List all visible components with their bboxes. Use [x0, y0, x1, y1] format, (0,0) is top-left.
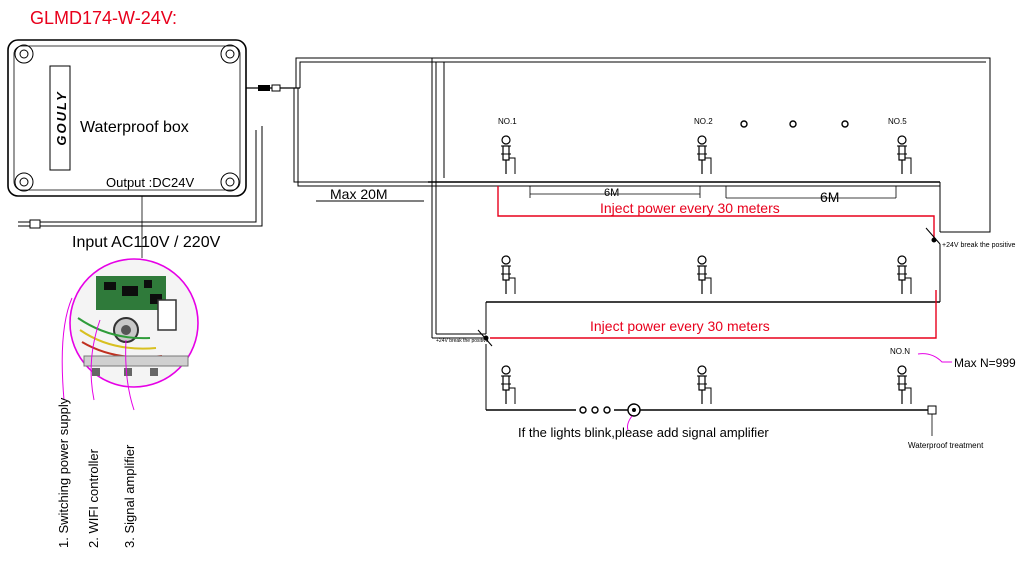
- output-label: Output :DC24V: [106, 175, 194, 190]
- row-3-bus: [485, 344, 928, 411]
- break-positive-left: +24V break the positive: [436, 338, 489, 344]
- label-no5: NO.5: [888, 117, 907, 126]
- label-no1: NO.1: [498, 117, 517, 126]
- spacing-dimensions: [529, 186, 897, 199]
- diagram-title: GLMD174-W-24V:: [30, 8, 177, 28]
- component-callout-lines: [61, 297, 135, 411]
- input-cable: [18, 126, 263, 229]
- max-n-callout-line: [917, 353, 952, 363]
- brand-logo-text: GOULY: [54, 90, 69, 145]
- corner-screw: [220, 44, 240, 64]
- feed-max-length: Max 20M: [330, 186, 388, 202]
- lamp-no5: [896, 135, 912, 175]
- component-item-2: 2. WIFI controller: [86, 448, 101, 548]
- box-label: Waterproof box: [80, 119, 189, 136]
- injection-label-1: Inject power every 30 meters: [600, 200, 780, 216]
- injection-wire-1: [497, 186, 935, 240]
- component-item-1: 1. Switching power supply: [56, 397, 71, 548]
- waterproof-treatment: Waterproof treatment: [908, 441, 984, 450]
- spacing-label-1: 6M: [604, 187, 619, 199]
- lamp-no2: [696, 135, 712, 175]
- signal-amplifier-symbol: [627, 403, 641, 431]
- corner-screw: [220, 172, 240, 192]
- component-item-3: 3. Signal amplifier: [122, 444, 137, 548]
- lamp-row3-2: [696, 365, 712, 405]
- break-switch-right: [925, 227, 941, 245]
- lamp-row2-2: [696, 255, 712, 295]
- output-cable: [246, 84, 300, 92]
- end-cap: [927, 405, 937, 415]
- label-non: NO.N: [890, 347, 910, 356]
- component-detail-view: [69, 258, 199, 388]
- injection-wire-2: [490, 290, 937, 339]
- injection-label-2: Inject power every 30 meters: [590, 318, 770, 334]
- corner-screw: [14, 172, 34, 192]
- spacing-label-2: 6M: [820, 189, 839, 205]
- lamp-no1: [500, 135, 516, 175]
- row-3-more-dots: [579, 406, 611, 414]
- max-n-label: Max N=999: [954, 356, 1016, 370]
- label-no2: NO.2: [694, 117, 713, 126]
- break-positive-right: +24V break the positive: [942, 242, 1015, 249]
- row-1-bus: [428, 181, 941, 232]
- lamp-row3-3: [896, 365, 912, 405]
- main-feed-wires: [293, 57, 991, 339]
- more-lamps-dots: [740, 120, 849, 128]
- lamp-row2-1: [500, 255, 516, 295]
- lamp-row3-1: [500, 365, 516, 405]
- input-label: Input AC110V / 220V: [72, 234, 221, 251]
- row-2-bus: [485, 244, 941, 334]
- break-switch-left: [477, 329, 493, 347]
- corner-screw: [14, 44, 34, 64]
- waterproof-box: GOULY Waterproof box Output :DC24V: [7, 39, 247, 197]
- lamp-row2-3: [896, 255, 912, 295]
- amplifier-hint: If the lights blink,please add signal am…: [518, 425, 769, 440]
